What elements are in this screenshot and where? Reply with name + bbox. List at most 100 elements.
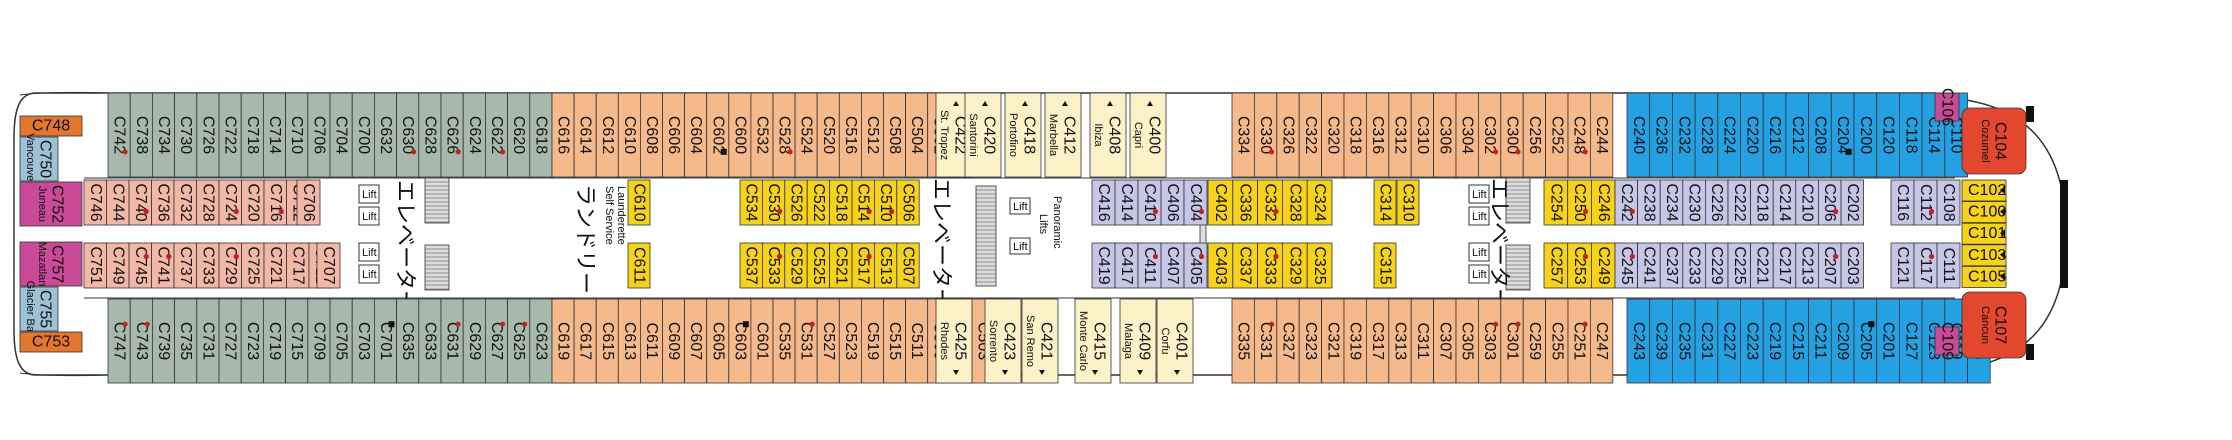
cabin-c310[interactable]: C310 [1396,179,1420,226]
cabin-c704[interactable]: C704 [329,92,353,178]
cabin-c202[interactable]: C202 [1840,179,1865,226]
cabin-c733[interactable]: C733 [196,242,220,289]
cabin-c405[interactable]: C405 [1183,242,1208,289]
cabin-c212[interactable]: C212 [1785,92,1810,178]
cabin-c106[interactable]: C106 [1934,88,1960,126]
cabin-c743[interactable]: C743 [129,298,153,384]
cabin-c335[interactable]: C335 [1231,298,1255,384]
cabin-c314[interactable]: C314 [1373,179,1397,226]
cabin-c633[interactable]: C633 [418,298,442,384]
cabin-c625[interactable]: C625 [507,298,531,384]
cabin-c330[interactable]: C330 [1254,92,1278,178]
cabin-c511[interactable]: C511 [905,298,929,384]
cabin-c751[interactable]: C751 [83,242,107,289]
cabin-c203[interactable]: C203 [1840,242,1865,289]
cabin-c328[interactable]: C328 [1282,179,1308,226]
cabin-c206[interactable]: C206 [1818,179,1842,226]
cabin-c201[interactable]: C201 [1876,298,1900,384]
cabin-c736[interactable]: C736 [151,179,175,226]
cabin-c700[interactable]: C700 [351,92,375,178]
cabin-c606[interactable]: C606 [662,92,686,178]
suite-c753[interactable]: C753 [19,331,83,353]
cabin-c602[interactable]: C602 [706,92,730,178]
cabin-c717[interactable]: C717 [286,242,310,289]
cabin-c729[interactable]: C729 [218,242,242,289]
cabin-c101[interactable]: C101 [1961,222,2007,245]
cabin-c315[interactable]: C315 [1373,242,1397,289]
cabin-c516[interactable]: C516 [838,92,862,178]
cabin-c719[interactable]: C719 [262,298,286,384]
cabin-c118[interactable]: C118 [1899,92,1923,178]
cabin-c233[interactable]: C233 [1682,242,1706,289]
cabin-c220[interactable]: C220 [1740,92,1764,178]
cabin-c238[interactable]: C238 [1637,179,1661,226]
cabin-c334[interactable]: C334 [1231,92,1255,178]
cabin-c312[interactable]: C312 [1388,92,1412,178]
cabin-c623[interactable]: C623 [529,298,553,384]
cabin-c200[interactable]: C200 [1853,92,1878,178]
cabin-c333[interactable]: C333 [1257,242,1283,289]
cabin-c515[interactable]: C515 [883,298,907,384]
cabin-c746[interactable]: C746 [83,179,107,226]
cabin-c707[interactable]: C707 [316,242,341,289]
cabin-c411[interactable]: C411 [1137,242,1162,289]
cabin-c715[interactable]: C715 [285,298,309,384]
cabin-c616[interactable]: C616 [551,92,575,178]
cabin-c609[interactable]: C609 [662,298,686,384]
cabin-c217[interactable]: C217 [1772,242,1797,289]
cabin-c710[interactable]: C710 [285,92,309,178]
cabin-c320[interactable]: C320 [1321,92,1345,178]
cabin-c747[interactable]: C747 [107,298,131,384]
cabin-c741[interactable]: C741 [151,242,175,289]
cabin-c242[interactable]: C242 [1614,179,1639,226]
cabin-c246[interactable]: C246 [1591,179,1616,226]
cabin-c522[interactable]: C522 [806,179,831,226]
cabin-c250[interactable]: C250 [1567,179,1592,226]
cabin-c402[interactable]: C402 [1207,179,1234,226]
cabin-c705[interactable]: C705 [329,298,353,384]
cabin-c635[interactable]: C635 [396,298,420,384]
cabin-c631[interactable]: C631 [440,298,464,384]
cabin-c317[interactable]: C317 [1366,298,1390,384]
cabin-c323[interactable]: C323 [1298,298,1322,384]
cabin-c720[interactable]: C720 [241,179,265,226]
cabin-c740[interactable]: C740 [128,179,152,226]
cabin-c215[interactable]: C215 [1785,298,1810,384]
cabin-c744[interactable]: C744 [106,179,130,226]
cabin-c218[interactable]: C218 [1750,179,1774,226]
cabin-c210[interactable]: C210 [1795,179,1819,226]
cabin-c632[interactable]: C632 [373,92,397,178]
cabin-c100[interactable]: C100 [1961,201,2007,224]
cabin-c224[interactable]: C224 [1717,92,1741,178]
cabin-c731[interactable]: C731 [196,298,220,384]
cabin-c226[interactable]: C226 [1705,179,1729,226]
cabin-c231[interactable]: C231 [1694,298,1719,384]
cabin-c112[interactable]: C112 [1913,179,1938,226]
cabin-c300[interactable]: C300 [1500,92,1524,178]
cabin-c111[interactable]: C111 [1936,242,1961,289]
cabin-c601[interactable]: C601 [750,298,774,384]
cabin-c714[interactable]: C714 [262,92,286,178]
cabin-c726[interactable]: C726 [196,92,220,178]
cabin-c739[interactable]: C739 [151,298,175,384]
cabin-c247[interactable]: C247 [1590,298,1614,384]
cabin-c301[interactable]: C301 [1500,298,1524,384]
cabin-c533[interactable]: C533 [762,242,786,289]
cabin-c403[interactable]: C403 [1207,242,1234,289]
cabin-c241[interactable]: C241 [1637,242,1661,289]
cabin-c225[interactable]: C225 [1727,242,1752,289]
cabin-c249[interactable]: C249 [1591,242,1616,289]
cabin-c304[interactable]: C304 [1455,92,1479,178]
cabin-c519[interactable]: C519 [861,298,884,384]
cabin-c230[interactable]: C230 [1682,179,1706,226]
cabin-c605[interactable]: C605 [706,298,730,384]
cabin-c612[interactable]: C612 [595,92,619,178]
cabin-c504[interactable]: C504 [905,92,929,178]
cabin-c336[interactable]: C336 [1232,179,1259,226]
cabin-c730[interactable]: C730 [174,92,198,178]
